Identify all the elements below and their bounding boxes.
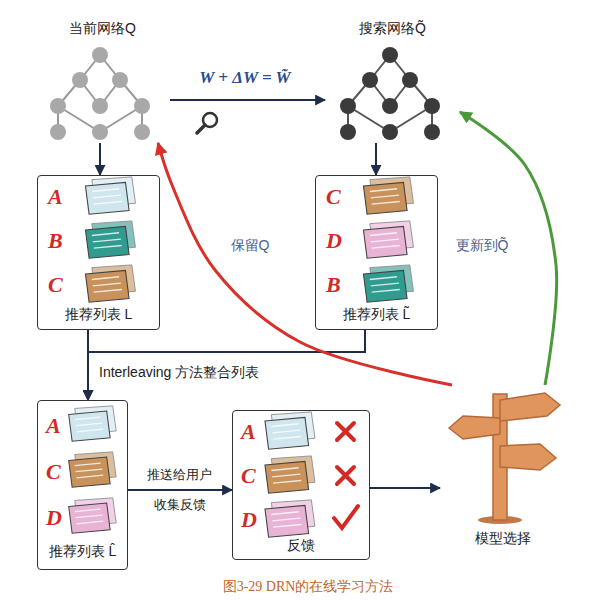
connector-label: W + ΔW = W̃ [197, 68, 292, 88]
network-node: 搜索网络Q̃ [325, 18, 460, 143]
connector-label: 推送给用户 收集反馈 [142, 460, 219, 520]
node-label: 推荐列表 L [38, 304, 159, 324]
item-letter: A [48, 184, 63, 210]
list-box: ACD 推荐列表 L̂ [37, 400, 128, 570]
signpost-picture [449, 393, 560, 524]
connector [99, 143, 101, 175]
connector [158, 143, 452, 385]
list-box: CDB 推荐列表 L̃ [315, 175, 438, 330]
item-letter: C [48, 272, 63, 298]
connector [170, 99, 325, 101]
node-label: 反馈 [233, 535, 369, 555]
connector-label: Interleaving 方法整合列表 [97, 363, 261, 381]
feedback-marks [334, 423, 358, 528]
connector [370, 487, 440, 489]
item-letter: D [46, 505, 62, 531]
node-heading: 搜索网络Q̃ [325, 18, 460, 38]
news-icons [69, 177, 414, 537]
connector [128, 489, 232, 491]
list-box: ABC 推荐列表 L [37, 175, 160, 330]
model-selection-node: 模型选择 [440, 385, 565, 550]
node-label: 模型选择 [440, 528, 565, 548]
item-letter: C [46, 459, 61, 485]
current-network-tree [50, 47, 150, 140]
node-label: 推荐列表 L̂ [38, 541, 127, 561]
node-heading: 当前网络Q [35, 18, 170, 38]
connector-label: 更新到Q̃ [454, 236, 511, 254]
item-letter: D [241, 507, 257, 533]
item-letter: B [326, 272, 341, 298]
item-letter: A [241, 419, 256, 445]
item-letter: D [326, 228, 342, 254]
search-network-tree [340, 47, 440, 140]
item-letter: C [326, 184, 341, 210]
magnifier-icon [197, 113, 217, 133]
connector-label: 保留Q [229, 236, 272, 254]
node-label: 推荐列表 L̃ [316, 304, 437, 324]
feedback-box: ACD反馈 [232, 410, 370, 560]
item-letter: A [46, 413, 61, 439]
figure-caption: 图3-29 DRN的在线学习方法 [0, 578, 616, 596]
connector [88, 330, 365, 400]
connector [375, 143, 377, 175]
item-letter: B [48, 228, 63, 254]
network-node: 当前网络Q [35, 18, 170, 143]
item-letter: C [241, 463, 256, 489]
